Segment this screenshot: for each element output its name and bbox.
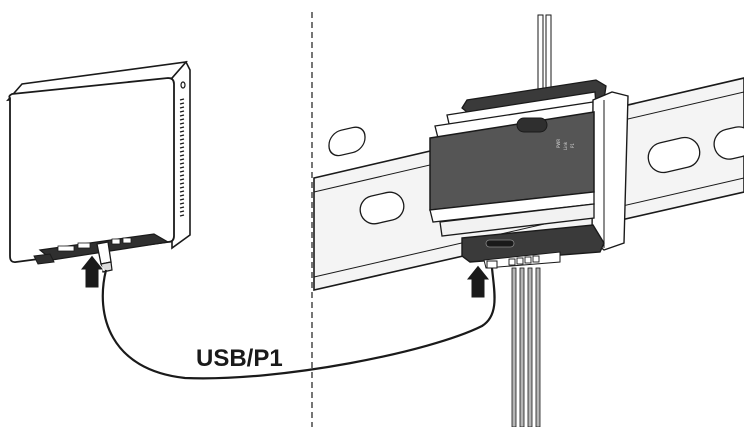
arrow-up-icon (78, 254, 106, 289)
din-module: PWR Link P1 (429, 79, 629, 269)
vent-grille (179, 98, 185, 217)
rail-slot (328, 126, 366, 157)
usb-plug (96, 241, 113, 273)
cable-label: USB/P1 (196, 345, 283, 372)
rail-slot (359, 191, 405, 225)
ports (57, 237, 132, 252)
reset-button (180, 81, 186, 89)
terminal-screws (508, 255, 540, 266)
led-label-pwr: PWR (556, 139, 561, 148)
usb-port-slot (485, 239, 515, 248)
rail-slot (647, 136, 701, 174)
usb-cable (101, 267, 496, 380)
top-wires (537, 14, 552, 91)
status-window (516, 117, 548, 133)
usb-connector (486, 260, 498, 269)
arrow-up-icon (464, 264, 492, 299)
led-label-p1: P1 (570, 143, 575, 148)
bottom-wires (511, 267, 541, 427)
wall-device (5, 60, 191, 273)
led-label-link: Link (563, 141, 568, 150)
